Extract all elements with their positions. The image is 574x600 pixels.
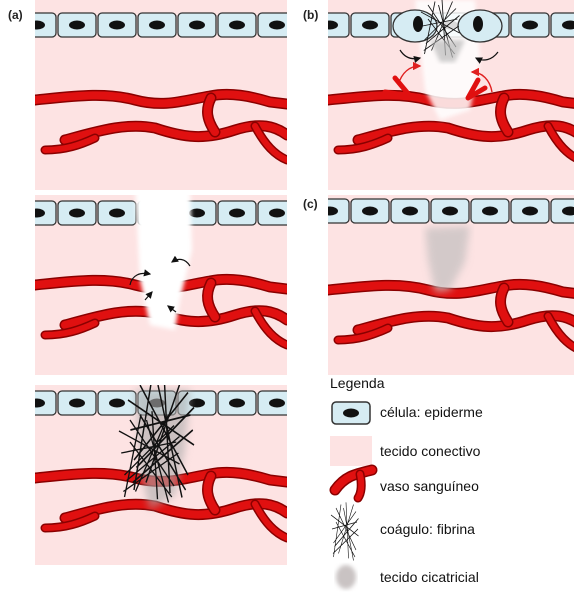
legend-label: tecido cicatricial	[380, 569, 479, 585]
panel-b-clot-forming	[311, 0, 574, 190]
legend-label: coágulo: fibrina	[380, 521, 475, 537]
legend-label: célula: epiderme	[380, 404, 483, 420]
panel-label-c: (c)	[303, 197, 318, 211]
legend-item-vessel: vaso sanguíneo	[330, 472, 574, 510]
panel-wound	[18, 185, 296, 375]
legend-title: Legenda	[330, 375, 385, 391]
panel-a-intact-skin	[18, 0, 296, 190]
legend-item-fibrin: coágulo: fibrina	[330, 514, 574, 552]
panel-label-b: (b)	[303, 8, 318, 22]
panel-c-healed	[311, 195, 574, 375]
panel-label-a: (a)	[8, 8, 23, 22]
legend-item-connective: tecido conectivo	[330, 436, 574, 474]
panel-clot	[18, 373, 296, 565]
legend-label: tecido conectivo	[380, 443, 480, 459]
legend-label: vaso sanguíneo	[380, 478, 479, 494]
legend-item-scar: tecido cicatricial	[330, 562, 574, 600]
legend-item-epidermis: célula: epiderme	[330, 398, 574, 436]
